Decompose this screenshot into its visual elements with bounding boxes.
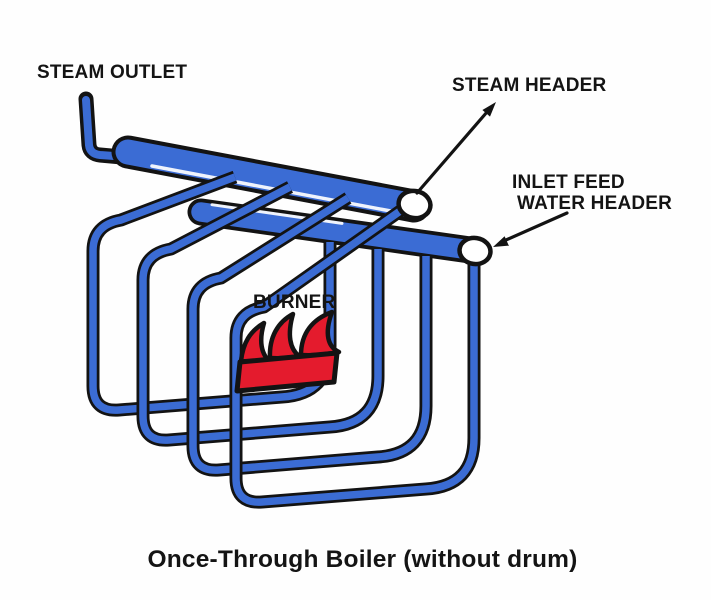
burner-base [234,350,340,394]
boiler-coil-3 [186,192,433,477]
burner-flame-2 [267,311,302,361]
steam-outlet-label: STEAM OUTLET [37,62,188,83]
feed-water-header-arrow [493,211,569,247]
arrowhead [482,102,496,117]
burner-flame-1 [238,320,271,364]
inlet-feed-label-line1: INLET FEED [512,172,625,193]
steam-outlet-pipe [78,91,130,165]
steam-header-label: STEAM HEADER [452,75,607,96]
inlet-feed-label-line2: WATER HEADER [517,193,673,214]
boiler-coil-2 [136,181,385,447]
arrowhead [493,236,509,247]
burner-label: BURNER [253,292,336,313]
boiler-coil-4 [229,203,481,509]
inlet-feed-water-header-label: INLET FEED WATER HEADER [512,172,672,214]
steam-header-arrow [415,102,496,195]
burner [234,309,342,394]
diagram-caption: Once-Through Boiler (without drum) [147,546,578,573]
feed-water-header-endcap [457,235,493,267]
